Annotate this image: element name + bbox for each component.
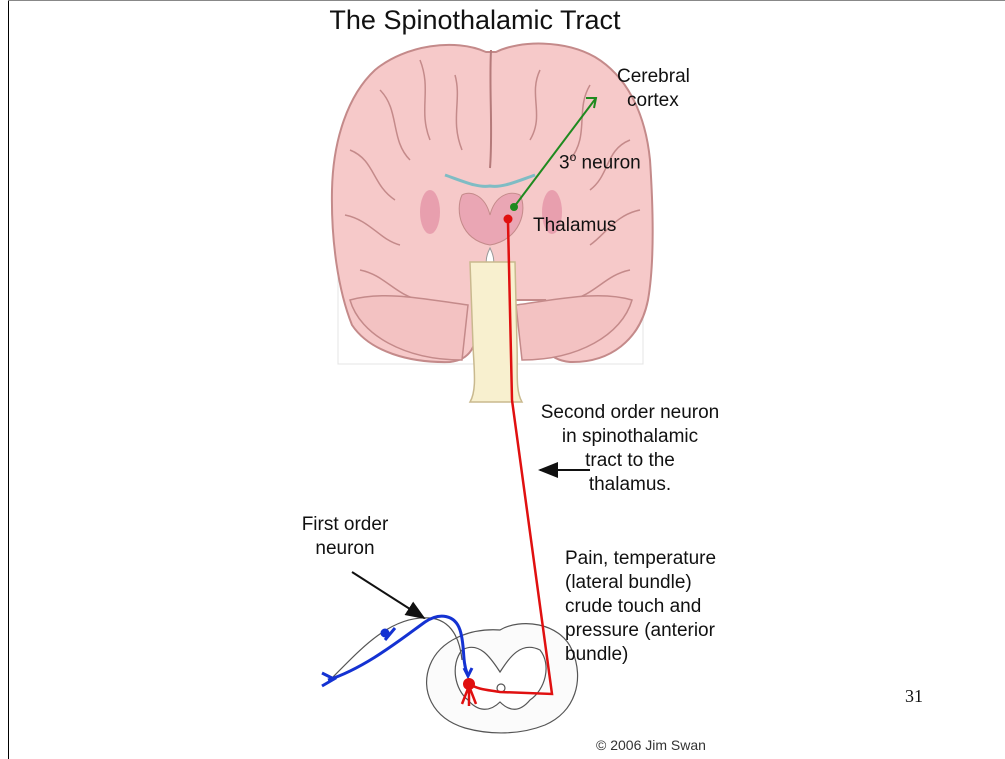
- cerebral-cortex-line-1: Cerebral: [617, 65, 690, 89]
- thalamus-label: Thalamus: [533, 214, 616, 238]
- left-basal-ganglia: [420, 190, 440, 234]
- modalities-line-2: (lateral bundle): [565, 571, 716, 595]
- second-order-line-1: Second order neuron: [535, 401, 725, 425]
- third-neuron-number: 3: [559, 152, 570, 173]
- modalities-label: Pain, temperature (lateral bundle) crude…: [565, 547, 716, 667]
- second-order-label: Second order neuron in spinothalamic tra…: [535, 401, 725, 497]
- third-neuron-label: 3o neuron: [559, 145, 641, 175]
- longitudinal-fissure: [490, 50, 491, 168]
- cerebellum-left: [350, 296, 468, 360]
- modalities-line-3: crude touch and: [565, 595, 716, 619]
- modalities-line-4: pressure (anterior: [565, 619, 716, 643]
- second-order-thalamic-terminal: [504, 215, 513, 224]
- first-order-label: First order neuron: [285, 513, 405, 561]
- third-order-cell-body: [510, 203, 518, 211]
- cerebral-cortex-label: Cerebral cortex: [617, 65, 690, 113]
- first-order-line-2: neuron: [285, 537, 405, 561]
- first-order-arrow: [352, 572, 424, 618]
- brainstem: [470, 262, 522, 402]
- modalities-line-1: Pain, temperature: [565, 547, 716, 571]
- second-order-cell-body: [463, 678, 475, 690]
- first-order-cell-body: [381, 629, 390, 638]
- copyright-notice: © 2006 Jim Swan: [596, 737, 706, 753]
- spinal-cord-section: [330, 618, 578, 733]
- second-order-line-3: tract to the: [535, 449, 725, 473]
- first-order-line-1: First order: [285, 513, 405, 537]
- third-neuron-text: neuron: [576, 152, 640, 173]
- page-number: 31: [905, 686, 923, 707]
- second-order-line-4: thalamus.: [535, 473, 725, 497]
- cerebral-cortex-line-2: cortex: [617, 89, 690, 113]
- second-order-line-2: in spinothalamic: [535, 425, 725, 449]
- modalities-line-5: bundle): [565, 643, 716, 667]
